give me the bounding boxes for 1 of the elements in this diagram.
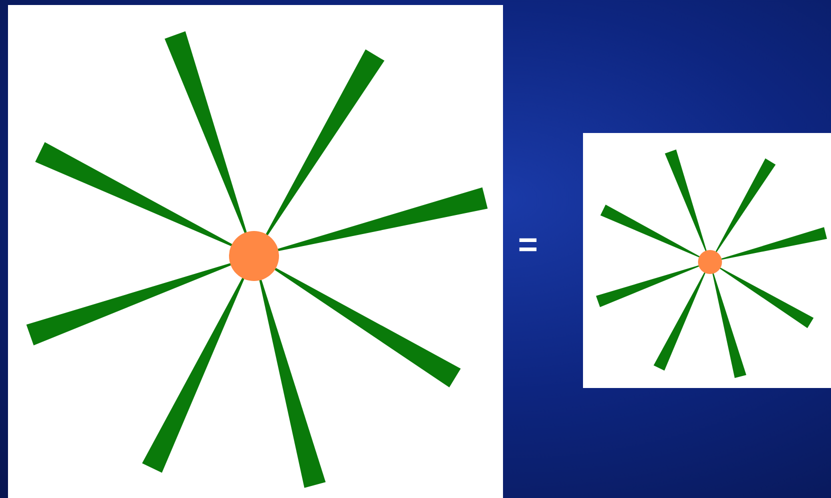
equals-sign: = — [518, 228, 538, 262]
